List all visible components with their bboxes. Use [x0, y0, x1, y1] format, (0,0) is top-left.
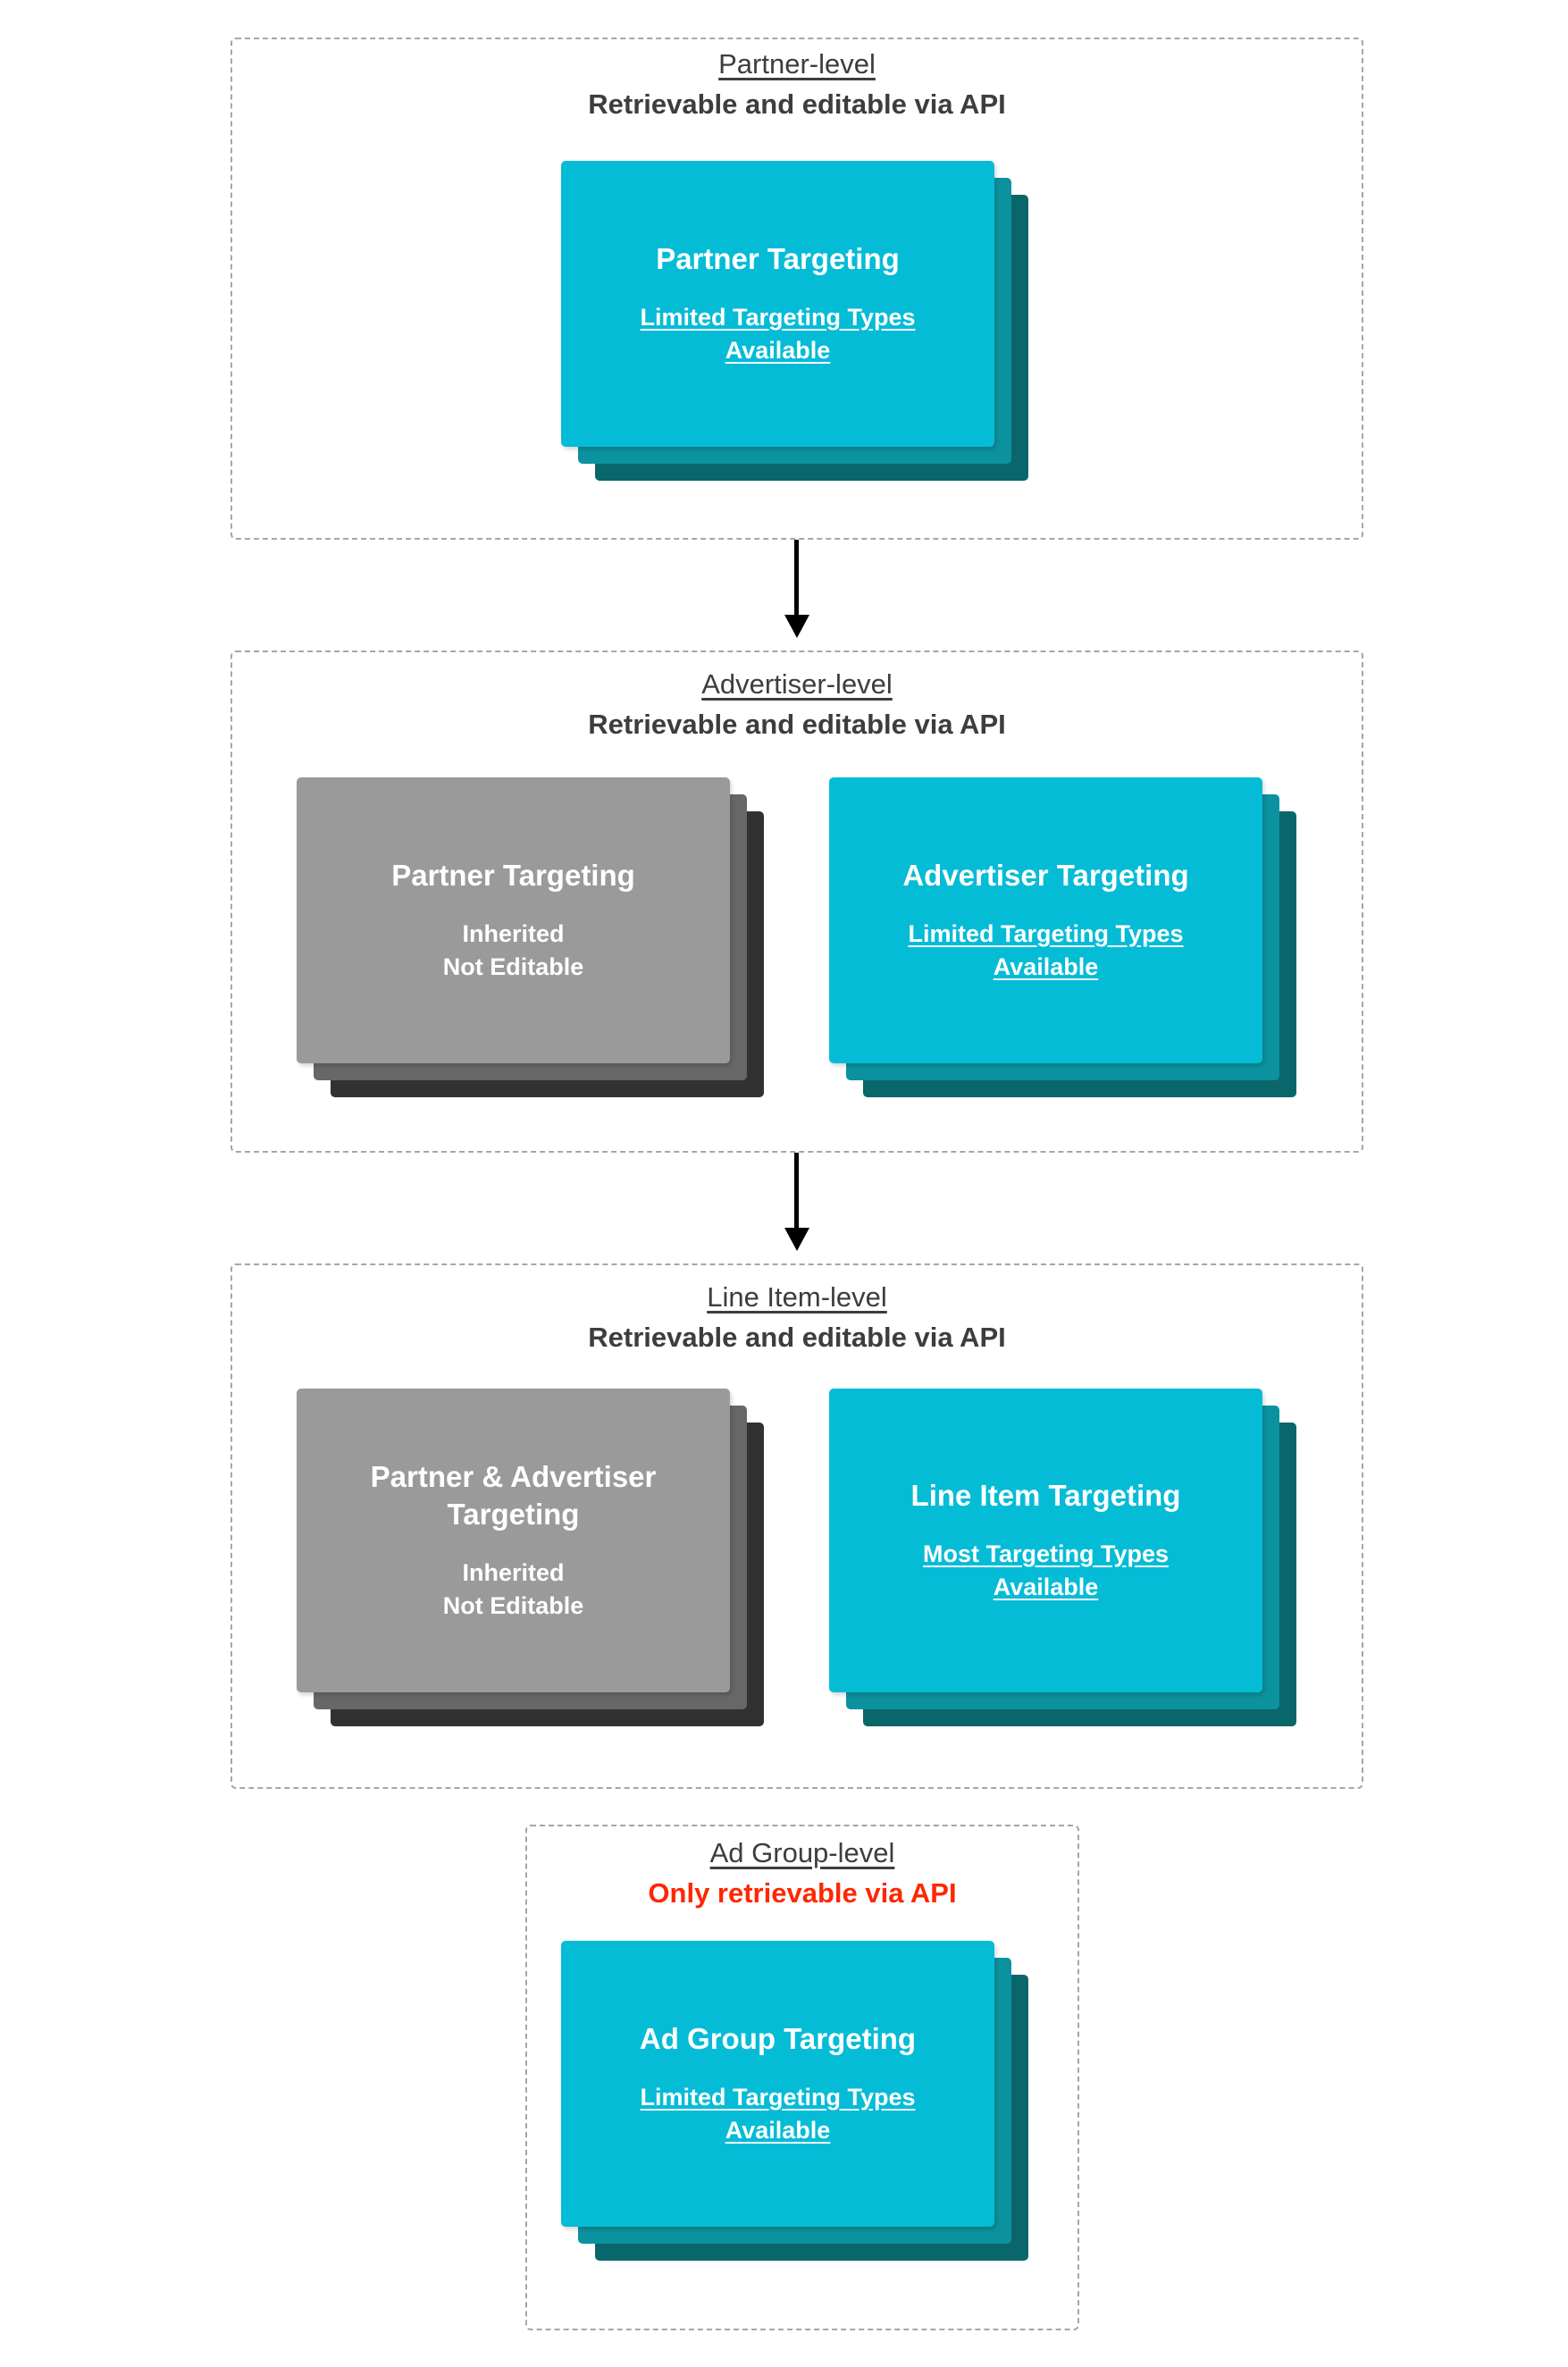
arrow-shaft [794, 540, 799, 617]
level-container-partner [231, 38, 1363, 540]
card-stack-ad-group-targeting[interactable]: Ad Group Targeting Limited Targeting Typ… [561, 1941, 1028, 2261]
arrow-head-icon [784, 615, 809, 638]
card-stack-partner-targeting[interactable]: Partner Targeting Limited Targeting Type… [561, 161, 1028, 481]
card-note: Inherited Not Editable [442, 920, 584, 980]
card-stack-advertiser-targeting[interactable]: Advertiser Targeting Limited Targeting T… [829, 777, 1296, 1097]
card-title: Advertiser Targeting [902, 859, 1189, 892]
card-title: Partner & Advertiser Targeting [370, 1460, 657, 1531]
card-stack-line-item-targeting[interactable]: Line Item Targeting Most Targeting Types… [829, 1389, 1296, 1726]
card-note: Most Targeting Types Available [922, 1540, 1170, 1600]
arrow-head-icon [784, 1228, 809, 1251]
card-title: Partner Targeting [656, 242, 900, 275]
level-container-ad-group [525, 1825, 1079, 2330]
card-title: Partner Targeting [391, 859, 635, 892]
card-note: Inherited Not Editable [442, 1559, 584, 1619]
card-note: Limited Targeting Types Available [640, 2084, 916, 2144]
card-layer-front: Partner Targeting Limited Targeting Type… [561, 161, 994, 447]
arrow-shaft [794, 1153, 799, 1230]
level-container-advertiser [231, 651, 1363, 1153]
level-container-line-item [231, 1263, 1363, 1789]
card-layer-front: Partner Targeting Inherited Not Editable [297, 777, 730, 1063]
connector-arrow-advertiser-to-line-item [779, 1153, 815, 1251]
card-stack-line-item-inherited[interactable]: Partner & Advertiser Targeting Inherited… [297, 1389, 764, 1726]
card-note: Limited Targeting Types Available [640, 304, 916, 364]
connector-arrow-partner-to-advertiser [779, 540, 815, 638]
card-layer-front: Ad Group Targeting Limited Targeting Typ… [561, 1941, 994, 2227]
card-note: Limited Targeting Types Available [908, 920, 1184, 980]
card-layer-front: Partner & Advertiser Targeting Inherited… [297, 1389, 730, 1692]
card-layer-front: Line Item Targeting Most Targeting Types… [829, 1389, 1262, 1692]
card-title: Line Item Targeting [910, 1479, 1181, 1512]
card-layer-front: Advertiser Targeting Limited Targeting T… [829, 777, 1262, 1063]
card-title: Ad Group Targeting [639, 2022, 917, 2055]
card-stack-advertiser-inherited-partner[interactable]: Partner Targeting Inherited Not Editable [297, 777, 764, 1097]
